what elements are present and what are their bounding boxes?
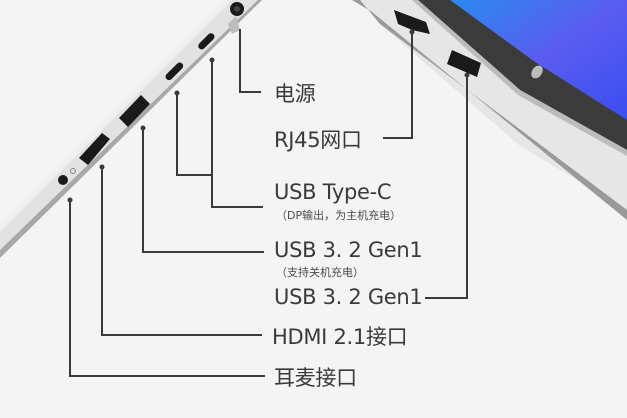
rj45-port-icon [394,10,430,34]
label-usb-a-left-note: （支持关机充电） [276,266,364,279]
leader-lines [69,29,468,377]
usb-a-right-port-icon [447,50,481,77]
hp-logo-icon [531,65,543,79]
label-usb-a-left: USB 3. 2 Gen1 [274,238,423,262]
label-power: 电源 [274,82,316,106]
hdmi-port-icon [79,133,110,165]
label-usb-c-note: （DP输出，为主机充电） [276,209,402,222]
label-usb-c: USB Type-C [274,180,392,204]
usb-c-port-icon [198,33,215,50]
usb-a-port-icon [119,95,150,127]
right-laptop-corner [352,0,627,220]
label-usb-a-right: USB 3. 2 Gen1 [274,285,423,309]
label-rj45: RJ45网口 [274,128,362,152]
label-headphone: 耳麦接口 [274,366,357,390]
headphone-jack-icon [58,175,68,185]
left-laptop-edge [0,0,262,258]
label-hdmi: HDMI 2.1接口 [272,325,408,349]
usb-c-port-icon [165,62,184,81]
